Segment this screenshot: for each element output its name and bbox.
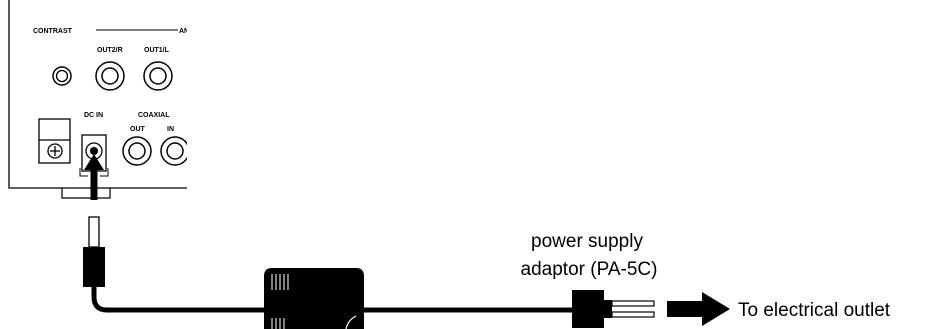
out2-jack — [95, 61, 125, 91]
adaptor-label-line2: adaptor (PA-5C) — [521, 259, 658, 280]
outlet-label: To electrical outlet — [738, 300, 891, 321]
coax-in-label: IN — [167, 126, 174, 133]
dc-cable — [91, 287, 266, 313]
dc-plug — [83, 216, 105, 287]
outlet-arrow — [667, 292, 730, 326]
coaxial-label: COAXIAL — [138, 112, 170, 119]
plug-insert-arrow — [84, 154, 104, 200]
out1-label: OUT1/L — [144, 47, 170, 54]
coax-in-jack — [160, 136, 187, 166]
dcin-label: DC IN — [84, 112, 103, 119]
ac-plug — [572, 290, 655, 328]
ground-terminal — [38, 118, 71, 164]
power-adaptor-box — [264, 268, 364, 329]
analog-label: ANALOG — [179, 28, 210, 35]
contrast-knob — [52, 66, 72, 86]
out1-jack — [143, 61, 173, 91]
out2-label: OUT2/R — [97, 47, 123, 54]
contrast-label: CONTRAST — [33, 28, 73, 35]
coax-out-label: OUT — [130, 126, 146, 133]
adaptor-label-line1: power supply — [531, 231, 643, 252]
coax-out-jack — [122, 136, 152, 166]
device-rear-panel: CONTRAST ANALOG OUT2/R OUT1/L DC IN COAX… — [8, 0, 210, 199]
